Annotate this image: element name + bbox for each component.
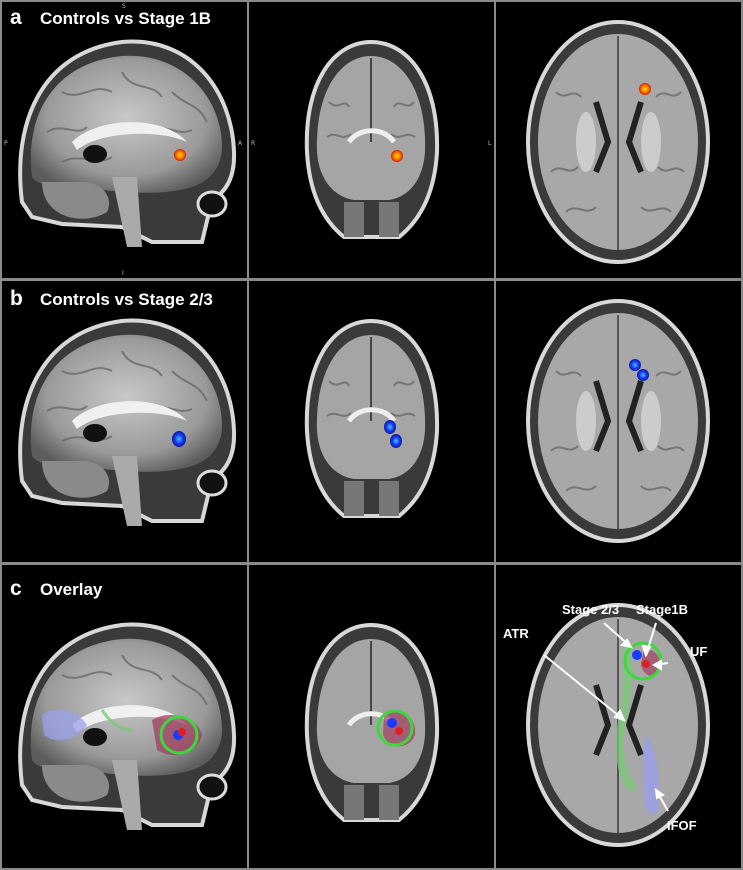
row-b-axial-panel xyxy=(496,281,741,562)
annot-ifof: IFOF xyxy=(667,818,697,833)
row-a-coronal-panel xyxy=(249,2,494,278)
row-c-letter: c xyxy=(10,577,22,600)
annot-stage1b: Stage1B xyxy=(636,602,689,617)
orient-posterior: P xyxy=(4,140,8,147)
row-c-coronal-panel xyxy=(249,565,494,868)
row-c-title: Overlay xyxy=(40,580,103,599)
row-a-sagittal-panel xyxy=(2,2,247,278)
orient-superior: S xyxy=(122,3,126,10)
row-b-title: Controls vs Stage 2/3 xyxy=(40,290,213,309)
row-a-letter: a xyxy=(10,6,22,29)
orient-left: L xyxy=(488,140,492,147)
row-c-sagittal-panel xyxy=(2,565,247,868)
row-b-sagittal-panel xyxy=(2,281,247,562)
orient-anterior: A xyxy=(238,140,243,147)
row-a-axial-panel xyxy=(496,2,741,278)
annot-uf: UF xyxy=(690,644,708,659)
orient-inferior: I xyxy=(122,270,124,277)
orient-right: R xyxy=(251,140,256,147)
annot-stage23: Stage 2/3 xyxy=(562,602,620,617)
row-b-coronal-panel xyxy=(249,281,494,562)
row-b-letter: b xyxy=(10,287,23,310)
row-c-axial-panel xyxy=(496,565,741,868)
annot-atr: ATR xyxy=(503,626,529,641)
row-a-title: Controls vs Stage 1B xyxy=(40,9,211,28)
